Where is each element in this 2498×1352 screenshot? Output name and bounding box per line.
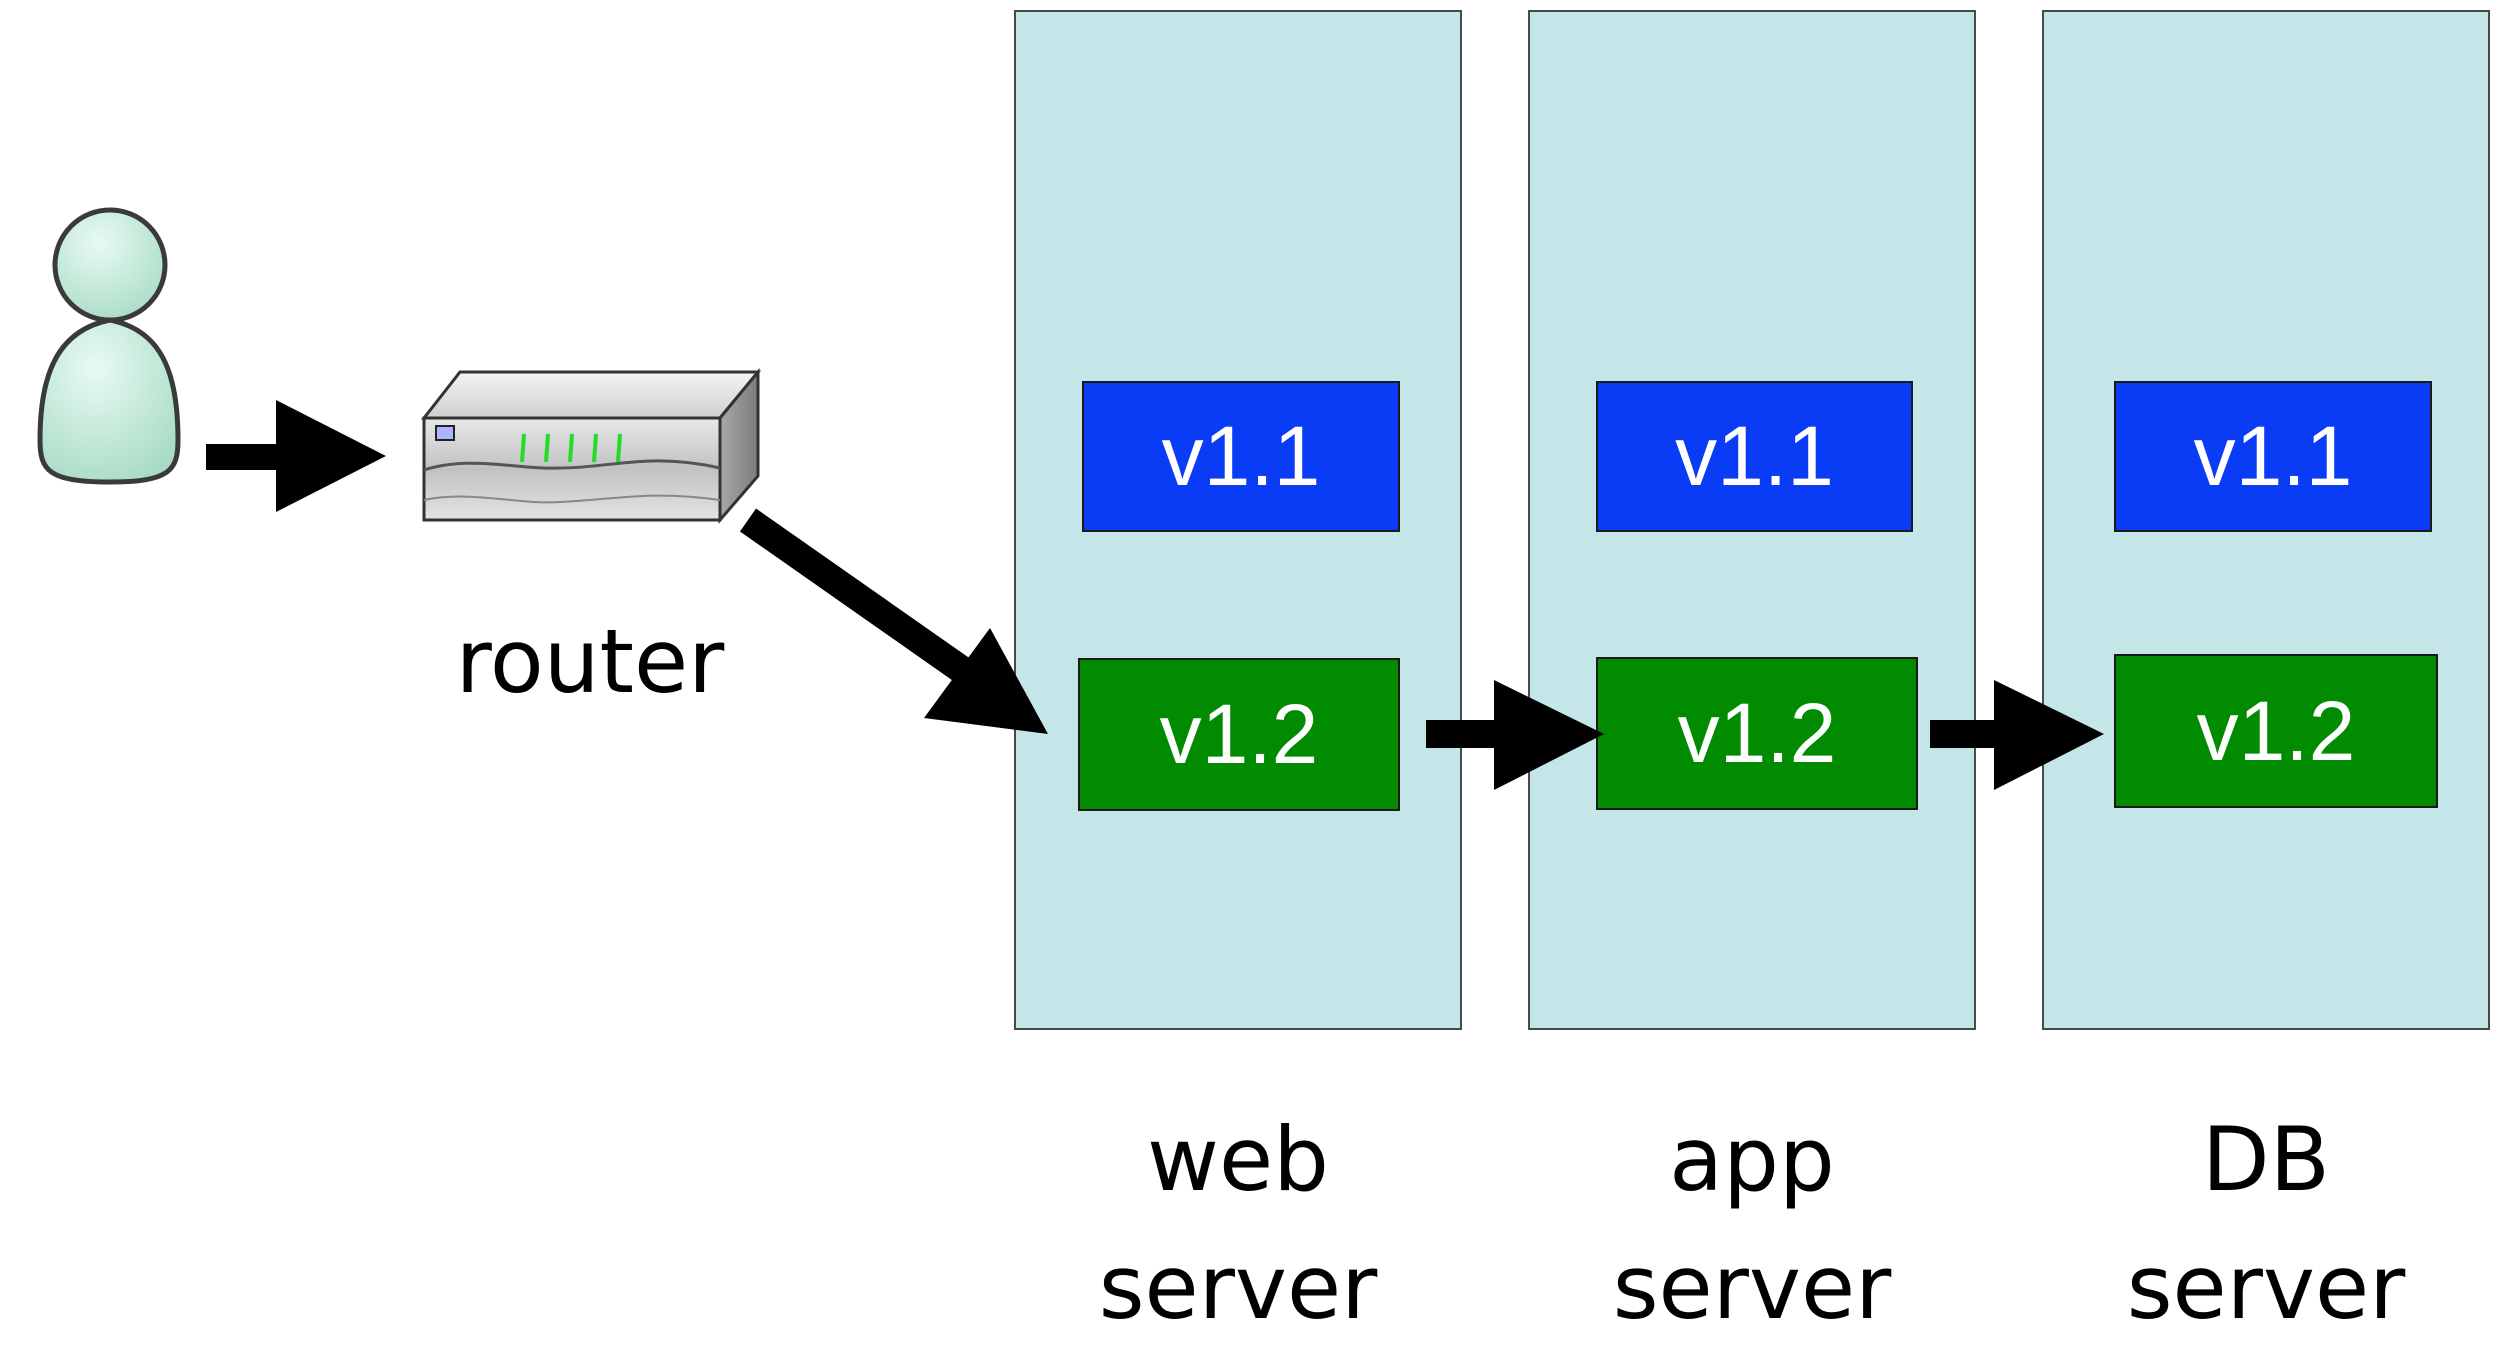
web-server-version-current: v1.1 — [1082, 381, 1400, 532]
arrow-router-to-web-server — [739, 508, 1048, 734]
db-server-version-current: v1.1 — [2114, 381, 2432, 532]
db-server-label: DB server — [2042, 1096, 2490, 1352]
app-server-version-new: v1.2 — [1596, 657, 1918, 810]
app-server-label-line2: server — [1612, 1236, 1892, 1339]
arrow-web-to-app-server — [1426, 680, 1604, 790]
arrow-app-to-db-server — [1930, 680, 2104, 790]
user-icon — [37, 207, 181, 485]
app-server-version-current: v1.1 — [1596, 381, 1913, 532]
web-server-label-line2: server — [1098, 1236, 1378, 1339]
web-server-version-new: v1.2 — [1078, 658, 1400, 811]
db-server-label-line1: DB — [2201, 1108, 2331, 1211]
app-server-label: app server — [1528, 1096, 1976, 1352]
web-server-label-line1: web — [1147, 1108, 1329, 1211]
db-server-label-line2: server — [2126, 1236, 2406, 1339]
app-server-label-line1: app — [1669, 1108, 1835, 1211]
arrow-user-to-router — [206, 400, 386, 512]
web-server-label: web server — [1014, 1096, 1462, 1352]
router-label: router — [455, 610, 725, 713]
router-icon — [420, 367, 762, 525]
db-server-version-new: v1.2 — [2114, 654, 2438, 808]
